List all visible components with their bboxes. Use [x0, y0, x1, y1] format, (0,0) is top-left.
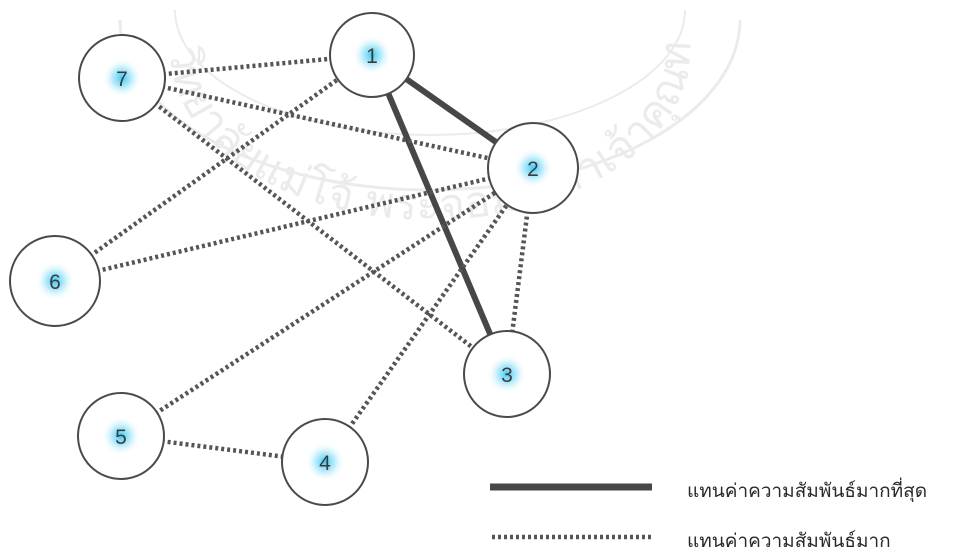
edge-7-2 — [161, 84, 492, 161]
node-1: 1 — [329, 12, 415, 98]
node-label: 5 — [115, 426, 127, 449]
edge-7-1 — [162, 56, 333, 77]
edge-1-2 — [403, 75, 500, 146]
node-glow — [101, 416, 141, 456]
node-label: 4 — [319, 452, 331, 475]
node-label: 1 — [366, 45, 378, 68]
edge-4-2 — [346, 201, 511, 430]
node-6: 6 — [9, 235, 101, 327]
node-label: 3 — [501, 364, 513, 387]
node-glow — [35, 261, 75, 301]
node-5: 5 — [77, 392, 165, 480]
node-2: 2 — [487, 122, 579, 214]
nodes-layer: 1 2 3 4 5 6 7 — [9, 12, 579, 506]
node-label: 6 — [49, 271, 61, 294]
edge-2-3 — [509, 210, 530, 334]
edge-1-3 — [384, 90, 494, 338]
node-glow — [352, 35, 392, 75]
edge-7-3 — [153, 101, 476, 351]
node-glow — [513, 148, 553, 188]
node-glow — [305, 442, 345, 482]
edge-6-2 — [96, 175, 492, 274]
node-label: 2 — [527, 158, 539, 181]
legend: แทนค่าความสัมพันธ์มากที่สุด แทนค่าความสั… — [490, 477, 927, 552]
node-glow — [487, 354, 527, 394]
edge-5-2 — [154, 189, 499, 416]
node-7: 7 — [78, 34, 166, 122]
legend-strong-label: แทนค่าความสัมพันธ์มาก — [687, 530, 891, 552]
edges-layer — [88, 56, 530, 460]
legend-strongest-label: แทนค่าความสัมพันธ์มากที่สุด — [687, 477, 927, 503]
node-3: 3 — [463, 330, 551, 418]
node-4: 4 — [281, 418, 369, 506]
node-glow — [102, 58, 142, 98]
node-label: 7 — [116, 68, 128, 91]
edge-5-4 — [161, 438, 285, 460]
